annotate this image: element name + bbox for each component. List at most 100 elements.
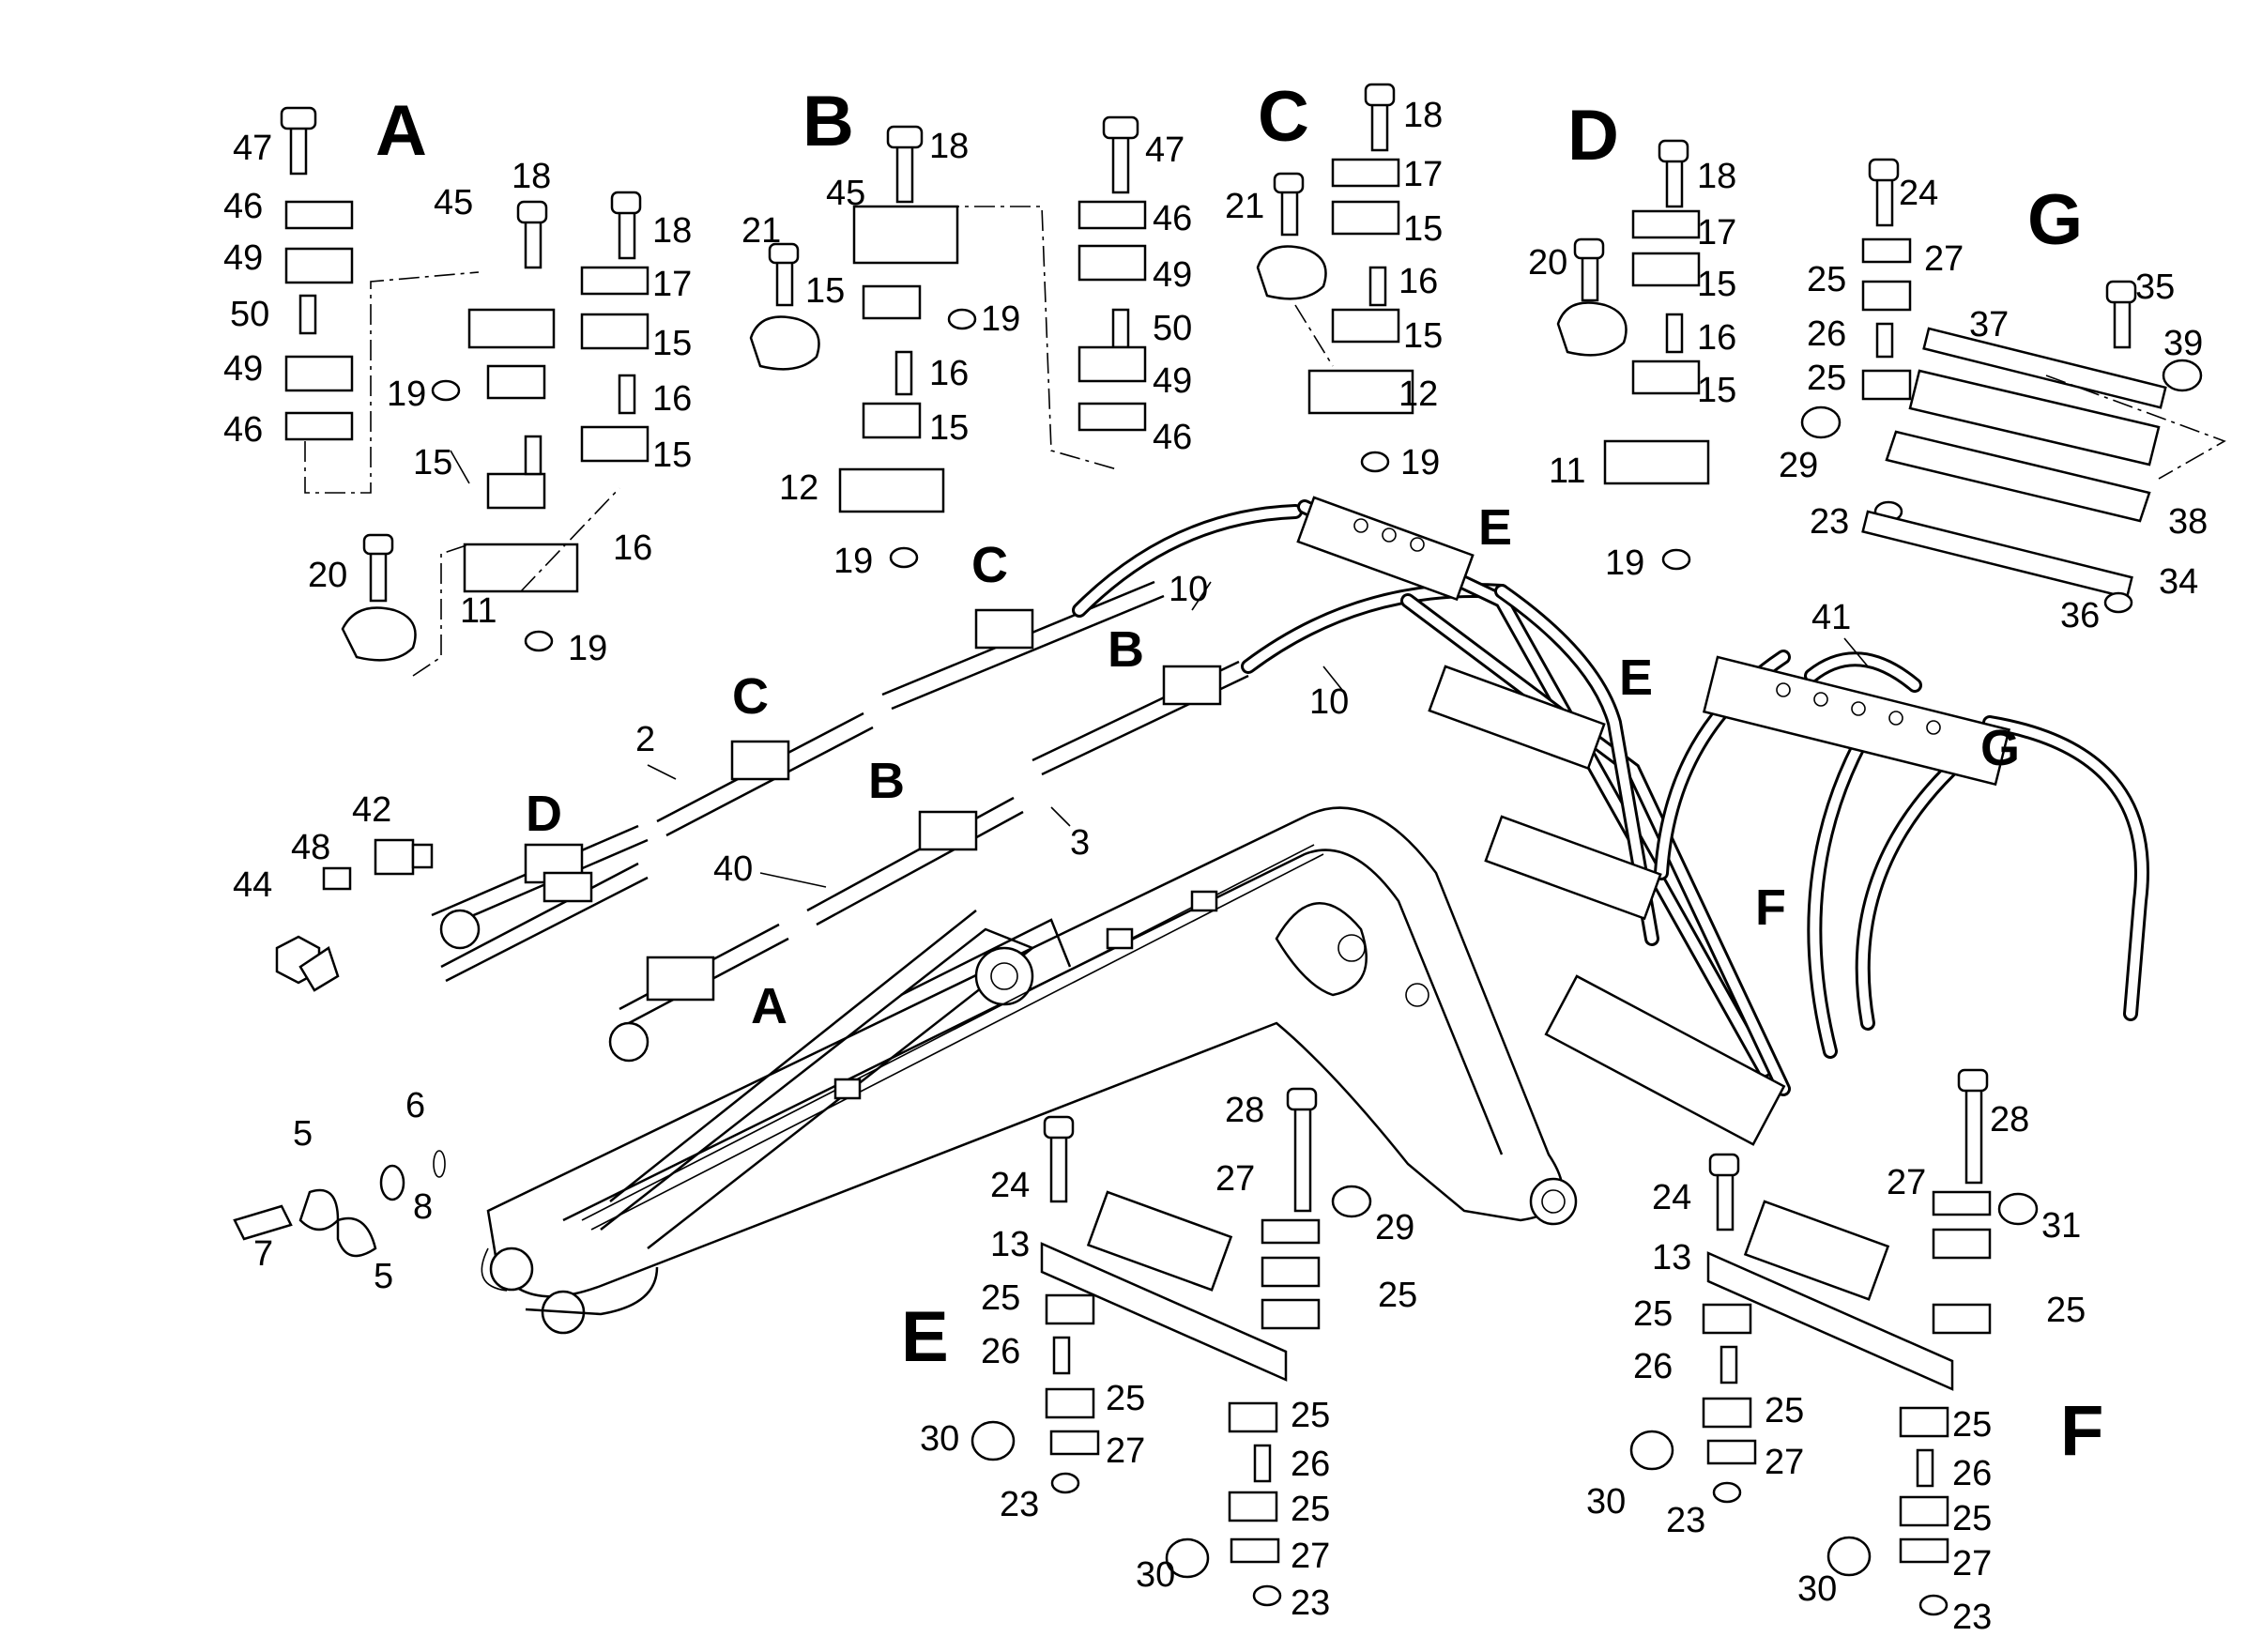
part-label: 15	[652, 436, 692, 475]
part-label: 15	[1697, 371, 1736, 410]
part-label: 45	[434, 183, 473, 222]
detail-view-d	[1556, 139, 1710, 571]
view-letter-e: E	[901, 1297, 949, 1377]
clamp-b-front	[918, 810, 978, 851]
part-label: 37	[1969, 305, 2009, 344]
part-label: 26	[1952, 1454, 1992, 1493]
view-letter-f: F	[2060, 1391, 2103, 1471]
part-label: 25	[1952, 1405, 1992, 1445]
boom-assembly	[481, 806, 1578, 1335]
part-label: 48	[291, 828, 330, 867]
part-label: 41	[1811, 598, 1851, 637]
part-label: 25	[1291, 1396, 1330, 1435]
part-label: 27	[1765, 1443, 1804, 1482]
part-label: 23	[1810, 502, 1849, 542]
part-label: 31	[2041, 1206, 2081, 1246]
part-label: 24	[1652, 1178, 1691, 1217]
part-label: 11	[1549, 451, 1585, 491]
part-label: 23	[1291, 1583, 1330, 1623]
pipe-clamps	[439, 608, 1222, 1063]
part-label: 50	[1153, 309, 1192, 348]
part-label: 15	[652, 324, 692, 363]
boom-letter-c1: C	[971, 537, 1008, 593]
part-label: 16	[613, 528, 652, 568]
part-label: 29	[1375, 1208, 1414, 1247]
part-label: 27	[1215, 1159, 1255, 1199]
front-fittings	[233, 838, 446, 1258]
part-label: 10	[1309, 682, 1349, 722]
part-label: 6	[405, 1086, 425, 1125]
part-label: 19	[1605, 543, 1644, 583]
part-label: 26	[1807, 314, 1846, 354]
labels-view-e: 28 27 29 24 13 25 25 26 25 27 30 23 25 2…	[920, 1091, 1417, 1623]
part-label: 19	[981, 299, 1020, 339]
part-label: 18	[929, 127, 969, 166]
part-label: 46	[223, 410, 263, 450]
boom-letters: E C B C E G D B F A	[526, 499, 2020, 1034]
part-label: 28	[1990, 1100, 2029, 1140]
labels-view-f: 28 27 31 24 13 25 25 26 25 27 30 23 25 2…	[1586, 1100, 2086, 1637]
boom-letter-c2: C	[732, 668, 769, 725]
part-label: 49	[223, 238, 263, 278]
part-label: 25	[1291, 1490, 1330, 1529]
part-label: 17	[1697, 213, 1736, 252]
part-label: 15	[929, 408, 969, 448]
part-label: 13	[990, 1225, 1030, 1264]
part-label: 15	[805, 271, 845, 311]
boom-letter-f: F	[1755, 880, 1786, 936]
part-label: 47	[1145, 130, 1184, 170]
part-label: 27	[1952, 1544, 1992, 1583]
part-label: 49	[1153, 361, 1192, 401]
part-label: 24	[990, 1166, 1030, 1205]
part-label: 50	[230, 295, 269, 334]
part-label: 25	[1378, 1276, 1417, 1315]
part-label: 25	[1106, 1379, 1145, 1418]
part-label: 44	[233, 865, 272, 905]
part-label: 3	[1070, 823, 1090, 863]
part-label: 21	[741, 211, 781, 251]
part-label: 17	[652, 265, 692, 304]
detail-view-a	[280, 106, 650, 677]
labels-view-d: 18 17 20 15 16 15 11 19	[1528, 157, 1736, 583]
part-label: 25	[981, 1278, 1020, 1318]
boom-letter-d: D	[526, 786, 562, 842]
clamp-c-rear	[974, 608, 1034, 650]
part-label: 19	[568, 629, 607, 668]
view-letter-b: B	[802, 82, 854, 161]
labels-boom: 10 10 2 3 40 41 42 48 44 5 6 7 8 5	[233, 570, 1851, 1296]
part-label: 47	[233, 129, 272, 168]
part-label: 23	[1666, 1501, 1705, 1540]
part-label: 11	[460, 591, 497, 631]
view-letter-g: G	[2027, 180, 2083, 260]
part-label: 49	[1153, 255, 1192, 295]
detail-view-b	[749, 115, 1147, 569]
labels-view-c: 18 17 21 15 16 15 12 19	[1225, 96, 1443, 482]
part-label: 46	[223, 187, 263, 226]
part-label: 45	[826, 174, 865, 213]
part-label: 25	[1633, 1294, 1673, 1334]
boom-clamp-bars	[1296, 496, 2011, 1146]
labels-view-g: 24 27 25 26 25 29 23 37 35 39 38 34 36	[1779, 174, 2208, 635]
part-label: 26	[981, 1332, 1020, 1371]
clamp-a	[646, 956, 715, 1002]
boom-letter-a: A	[751, 978, 787, 1034]
part-label: 12	[779, 468, 818, 508]
part-label: 27	[1924, 239, 1964, 279]
part-label: 42	[352, 790, 391, 830]
part-label: 30	[1136, 1555, 1175, 1595]
part-label: 38	[2168, 502, 2208, 542]
boom-letter-e1: E	[1478, 499, 1512, 556]
part-label: 28	[1225, 1091, 1264, 1130]
part-label: 25	[2046, 1291, 2086, 1330]
part-label: 10	[1169, 570, 1208, 609]
part-label: 29	[1779, 446, 1818, 485]
part-label: 5	[293, 1114, 313, 1154]
part-label: 36	[2060, 596, 2100, 635]
view-letter-a: A	[375, 91, 427, 171]
view-letter-c: C	[1258, 77, 1309, 157]
part-label: 8	[413, 1187, 433, 1227]
part-label: 27	[1106, 1431, 1145, 1471]
bolt-7	[233, 1204, 293, 1241]
leader-lines	[450, 450, 1869, 888]
